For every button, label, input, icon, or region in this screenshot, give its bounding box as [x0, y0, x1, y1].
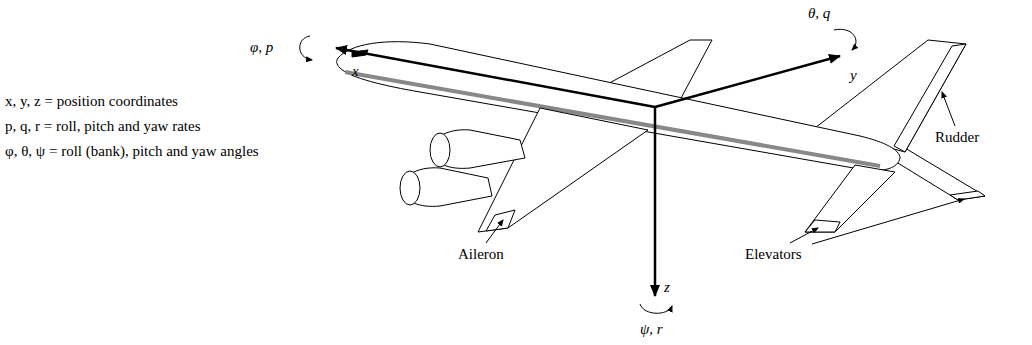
- legend-note: φ, θ, ψ = roll (bank), pitch and yaw ang…: [5, 142, 259, 160]
- axis-symbol: φ, p: [250, 38, 273, 56]
- axis-name: z: [664, 278, 670, 296]
- part-name: Elevators: [745, 245, 802, 263]
- legend-note: x, y, z = position coordinates: [5, 92, 178, 110]
- part-name: Rudder: [935, 128, 979, 146]
- axis-symbol: ψ, r: [640, 320, 663, 338]
- axis-name: y: [850, 66, 857, 84]
- part-name: Aileron: [458, 245, 504, 263]
- axis-symbol: θ, q: [808, 4, 830, 22]
- axis-name: x: [352, 62, 359, 80]
- legend-note: p, q, r = roll, pitch and yaw rates: [5, 117, 201, 135]
